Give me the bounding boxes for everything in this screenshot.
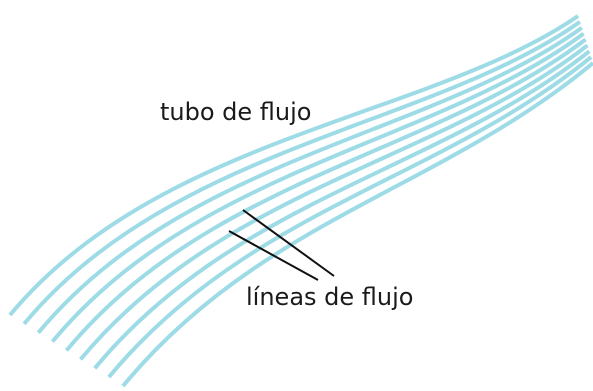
pointer-line-lower — [228, 230, 319, 281]
streamlines-label: líneas de flujo — [246, 283, 413, 311]
streamline — [107, 55, 593, 379]
streamline — [8, 14, 580, 317]
flow-tube — [8, 14, 593, 388]
flow-tube-label: tubo de flujo — [160, 98, 311, 126]
streamline — [22, 20, 582, 326]
streamline — [50, 31, 585, 343]
streamline — [36, 26, 583, 335]
streamline — [93, 49, 591, 370]
pointer-line-upper — [242, 209, 335, 277]
streamline — [79, 43, 589, 361]
streamline — [64, 37, 587, 352]
streamline — [121, 61, 593, 388]
